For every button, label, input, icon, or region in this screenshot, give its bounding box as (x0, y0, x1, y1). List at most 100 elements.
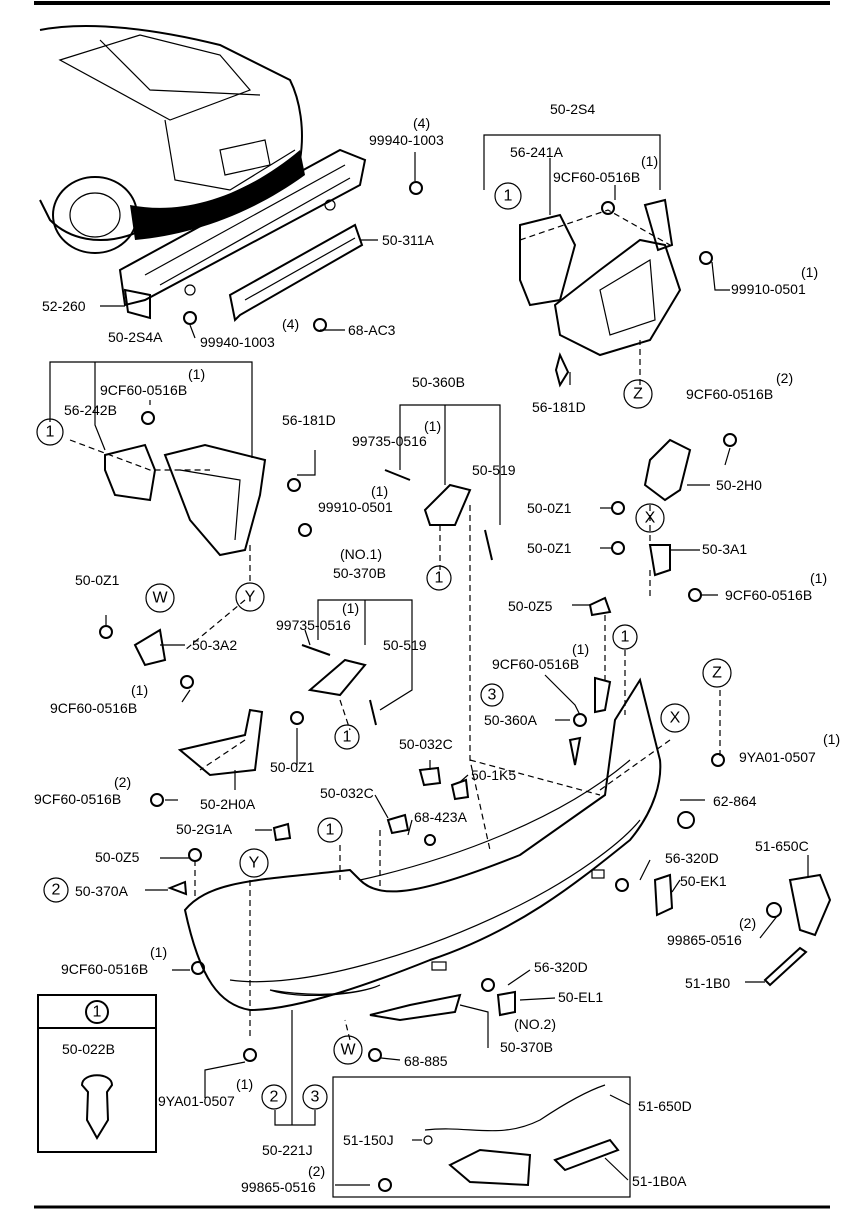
part-number-label: 99735-0516 (352, 433, 427, 449)
marker-ring (334, 724, 360, 750)
part-number-label: 62-864 (713, 793, 757, 809)
ref-marker: W (340, 1042, 356, 1059)
part-number-label: 50-360A (484, 712, 538, 728)
part-number-label: 56-320D (534, 959, 588, 975)
part-number-label: 56-242B (64, 402, 117, 418)
legend-part-number: 50-022B (62, 1041, 115, 1057)
part-number-label: 9CF60-0516B (100, 382, 187, 398)
marker-ring (261, 1084, 287, 1110)
marker-ring (333, 1035, 363, 1065)
rear-bumper-fascia (183, 677, 662, 1012)
legend-number: 1 (93, 1004, 102, 1021)
part-number-label: 50-519 (472, 462, 516, 478)
part-number-label: 50-EL1 (558, 989, 603, 1005)
part-number-label: (1) (371, 483, 388, 499)
part-number-label: 99940-1003 (369, 132, 444, 148)
part-number-label: (1) (810, 570, 827, 586)
ref-marker: Z (633, 386, 643, 403)
marker-ring (43, 877, 69, 903)
part-callouts: (4) 99940-1003 50-2S4 56-241A (1) 9CF60-… (34, 101, 840, 1195)
part-number-label: 9CF60-0516B (492, 656, 579, 672)
part-number-label: 50-1K5 (471, 767, 516, 783)
lower-bracket-no2 (167, 596, 725, 1062)
part-number-label: 50-2H0A (200, 796, 256, 812)
vehicle-outline (39, 24, 305, 254)
inset-lamp-box (332, 1076, 631, 1198)
part-number-label: 50-311A (382, 232, 435, 248)
marker-ring (36, 418, 64, 446)
part-number-label: 50-0Z5 (95, 849, 140, 865)
marker-ring (660, 703, 690, 733)
part-number-label: (NO.1) (340, 546, 382, 562)
part-number-label: 50-0Z1 (75, 572, 120, 588)
part-number-label: 56-241A (510, 144, 564, 160)
ref-marker: 1 (343, 729, 352, 746)
part-number-label: 50-519 (383, 637, 427, 653)
part-number-label: (1) (342, 600, 359, 616)
rear-reinforcement-beam (118, 148, 367, 320)
part-number-label: 50-370B (500, 1039, 553, 1055)
part-number-label: 50-2G1A (176, 821, 233, 837)
part-number-label: 9CF60-0516B (553, 169, 640, 185)
rear-reflector-right (615, 873, 832, 987)
marker-ring (612, 624, 638, 650)
ref-marker: 1 (621, 629, 630, 646)
part-number-label: 51-650C (755, 838, 809, 854)
ref-marker: X (670, 710, 681, 727)
part-number-label: 50-360B (412, 374, 465, 390)
part-number-label: 56-181D (282, 412, 336, 428)
part-number-label: 50-2S4 (550, 101, 595, 117)
part-number-label: (2) (739, 915, 756, 931)
ref-marker: Z (712, 665, 722, 682)
marker-ring (480, 683, 504, 707)
part-number-label: 99865-0516 (241, 1179, 316, 1195)
part-number-label: (1) (424, 418, 441, 434)
part-number-label: 9CF60-0516B (61, 961, 148, 977)
ref-marker: 3 (488, 687, 497, 704)
part-number-label: (1) (188, 366, 205, 382)
part-number-label: (1) (131, 682, 148, 698)
right-small-brackets (611, 433, 737, 602)
part-number-label: 99735-0516 (276, 617, 351, 633)
part-number-label: 50-370B (333, 565, 386, 581)
part-number-label: 50-2S4A (108, 329, 163, 345)
left-small-brackets (99, 625, 304, 807)
ref-marker: 2 (52, 882, 61, 899)
part-number-label: 56-320D (665, 850, 719, 866)
part-number-label: (1) (801, 264, 818, 280)
legend-box (37, 994, 157, 1153)
marker-ring (702, 658, 732, 688)
part-number-label: 50-2H0 (716, 477, 762, 493)
part-number-label: 99940-1003 (200, 334, 275, 350)
part-number-label: 50-0Z1 (270, 759, 315, 775)
part-number-label: 99910-0501 (731, 281, 806, 297)
part-number-label: 50-0Z1 (527, 500, 572, 516)
energy-absorber (228, 223, 364, 323)
ref-marker: 1 (435, 570, 444, 587)
part-number-label: 50-370A (75, 883, 129, 899)
fasteners-top (183, 181, 423, 332)
part-number-label: 56-181D (532, 399, 586, 415)
part-number-label: 68-885 (404, 1053, 448, 1069)
ref-marker: W (152, 590, 168, 607)
part-number-label: (1) (150, 944, 167, 960)
part-number-label: 50-032C (320, 785, 374, 801)
part-number-label: 50-3A2 (192, 637, 237, 653)
part-number-label: 99865-0516 (667, 932, 742, 948)
part-number-label: (2) (114, 774, 131, 790)
part-number-label: (1) (236, 1076, 253, 1092)
part-number-label: 50-0Z5 (508, 598, 553, 614)
marker-ring (494, 182, 522, 210)
part-number-label: 9CF60-0516B (686, 386, 773, 402)
part-number-label: (4) (413, 115, 430, 131)
marker-ring (145, 583, 175, 613)
part-number-label: 51-150J (343, 1132, 394, 1148)
part-number-label: 9CF60-0516B (50, 700, 137, 716)
part-number-label: 68-AC3 (348, 322, 396, 338)
right-bracket-assembly (519, 198, 713, 388)
part-number-label: 51-1B0A (632, 1173, 687, 1189)
part-number-label: 99910-0501 (318, 499, 393, 515)
center-brackets (301, 469, 493, 726)
part-number-label: (1) (641, 153, 658, 169)
